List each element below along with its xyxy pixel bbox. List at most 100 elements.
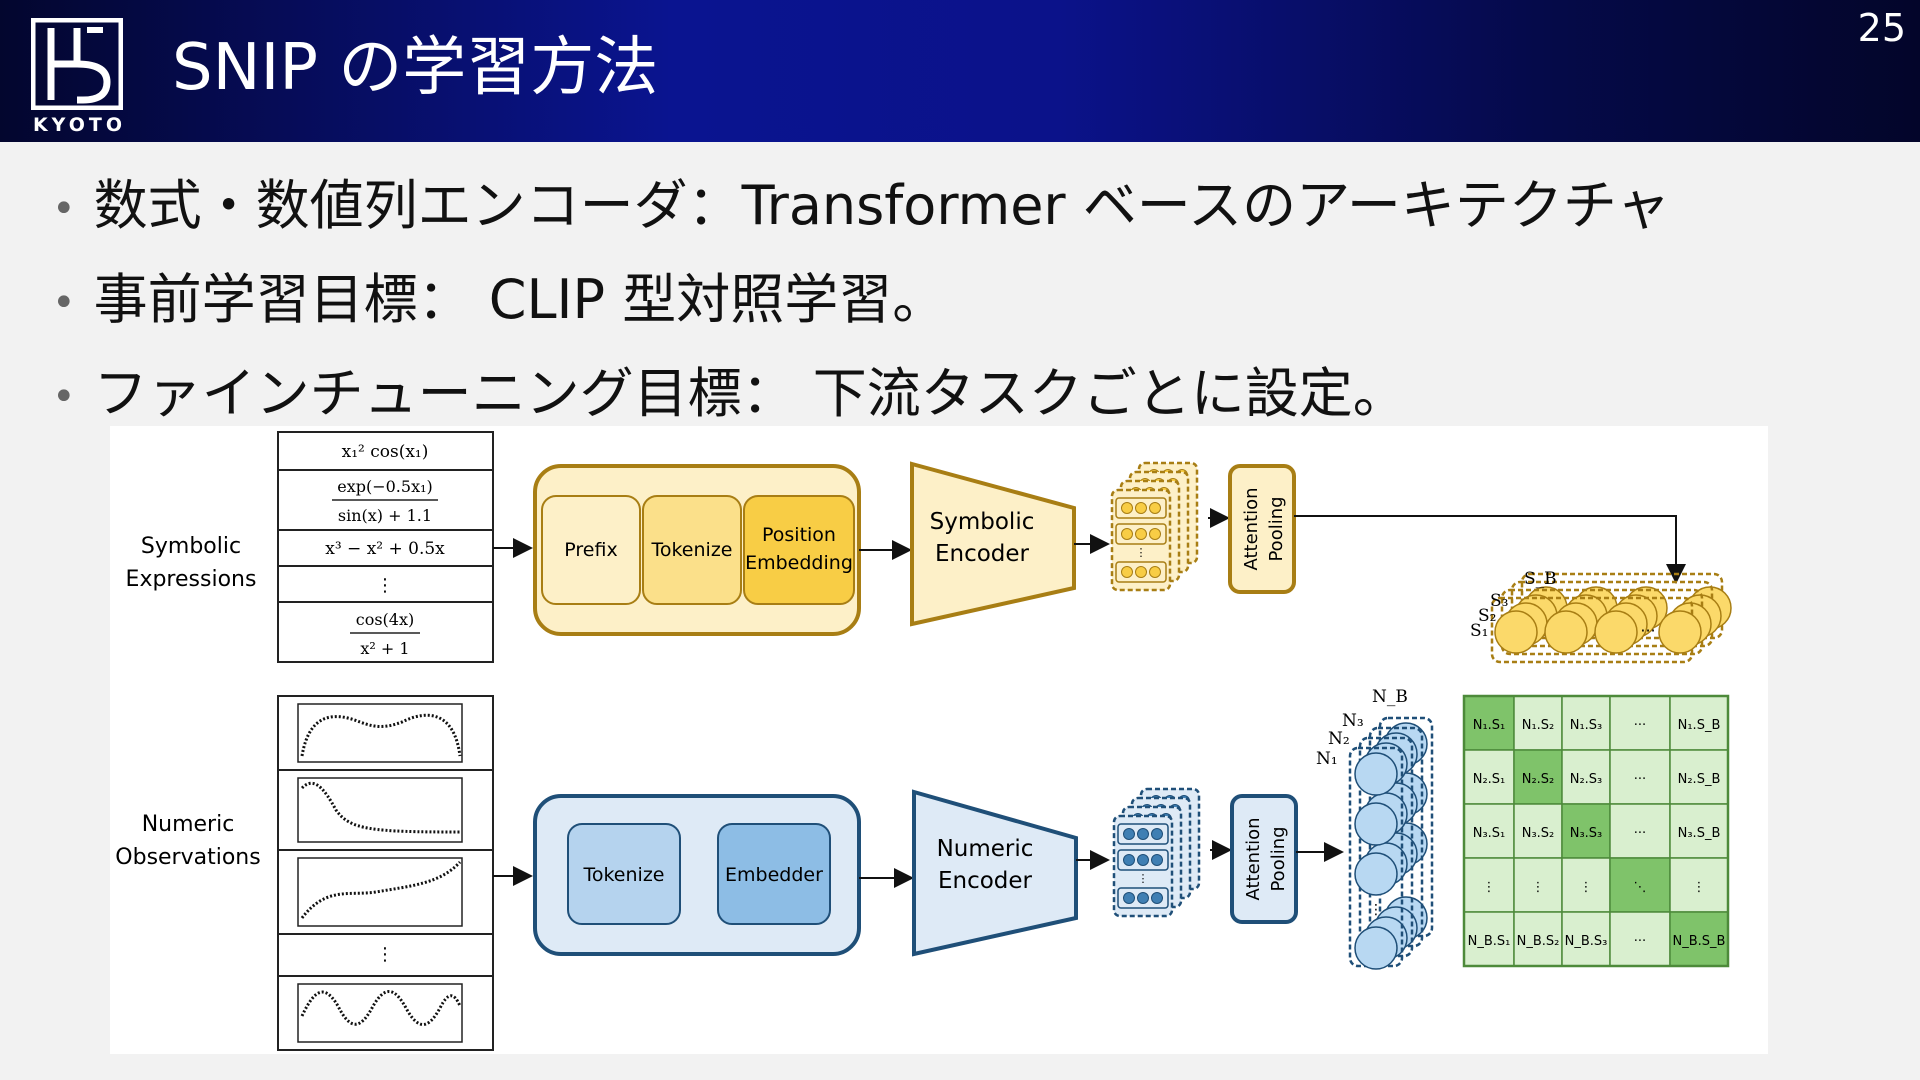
- numeric-token-row: [1117, 887, 1169, 909]
- slide-header: KYOTO SNIP の学習方法 25: [0, 0, 1920, 142]
- arrow: [1294, 515, 1686, 584]
- symbolic-token-ellipsis: ⋮: [1136, 546, 1147, 559]
- position-embedding-step: [743, 495, 855, 605]
- numeric-encoder-line2: Encoder: [938, 868, 1033, 894]
- observation-curves: [300, 713, 462, 1026]
- matrix-cell-label: ···: [1634, 718, 1646, 733]
- symbolic-embedding-ellipsis: ···: [1640, 621, 1655, 640]
- numeric-encoder-line1: Numeric: [937, 836, 1034, 862]
- s3-label: S₃: [1490, 591, 1508, 611]
- numeric-label-line2: Observations: [115, 845, 260, 870]
- symbolic-embeddings-stack: ···: [1490, 572, 1732, 664]
- plot-frames: [297, 703, 463, 1043]
- symbolic-encoder-line2: Encoder: [935, 541, 1030, 567]
- symbolic-token-embeddings: ⋮: [1110, 461, 1199, 592]
- symbolic-embedding-dot: [1594, 610, 1638, 654]
- matrix-cell-label: N₂.S₃: [1570, 772, 1603, 787]
- s1-label: S₁: [1470, 621, 1488, 641]
- numeric-token-row: [1117, 823, 1169, 845]
- symbolic-token-row: [1115, 561, 1167, 583]
- n1-label: N₁: [1316, 749, 1338, 769]
- matrix-cell-label: ···: [1634, 934, 1646, 949]
- expression-3: x³ − x² + 0.5x: [325, 539, 445, 559]
- logo-mark-icon: [31, 18, 123, 110]
- matrix-cell-label: ⋮: [1693, 880, 1706, 895]
- symbolic-token-row: [1115, 523, 1167, 545]
- symbolic-token-row: [1115, 497, 1167, 519]
- expression-ellipsis: ⋮: [376, 575, 394, 596]
- symbolic-embedding-dot: [1544, 610, 1588, 654]
- matrix-cell-label: N₃.S₂: [1522, 826, 1555, 841]
- diagram-canvas: Symbolic Expressions x₁² cos(x₁) exp(−0.…: [115, 431, 1732, 1051]
- bullet-1: •数式・数値列エンコーダ：Transformer ベースのアーキテクチャ: [52, 174, 1670, 241]
- matrix-cell-label: N₁.S₁: [1473, 718, 1506, 733]
- symbolic-label-line1: Symbolic: [141, 534, 241, 559]
- numeric-encoder: [912, 789, 1078, 957]
- numeric-token-embeddings: ⋮: [1112, 787, 1201, 918]
- symbolic-attention-pooling: [1228, 464, 1296, 594]
- matrix-border: [1462, 694, 1730, 968]
- matrix-cell: [1561, 911, 1611, 967]
- numeric-token-dot: [1137, 828, 1149, 840]
- matrix-cell-label: N₂.S_B: [1678, 772, 1721, 787]
- matrix-cell-label: N₂.S₂: [1522, 772, 1555, 787]
- symbolic-token-dot: [1135, 566, 1147, 578]
- matrix-cell-label: N₃.S_B: [1678, 826, 1721, 841]
- nb-label: N_B: [1372, 687, 1408, 707]
- matrix-cell: [1669, 695, 1729, 751]
- matrix-cell-label: N_B.S₂: [1517, 934, 1560, 949]
- numeric-token-dot: [1123, 854, 1135, 866]
- matrix-cell: [1513, 803, 1563, 859]
- expression-table: [277, 431, 494, 663]
- numeric-token-dot: [1123, 828, 1135, 840]
- matrix-cell: [1561, 803, 1611, 859]
- numeric-token-dot: [1137, 892, 1149, 904]
- symbolic-label-line2: Expressions: [126, 567, 257, 592]
- embedder-step: [717, 823, 831, 925]
- symbolic-encoder-line1: Symbolic: [930, 509, 1035, 535]
- numeric-token-dot: [1151, 854, 1163, 866]
- numeric-embedding-dot: [1354, 852, 1398, 896]
- matrix-cell: [1513, 911, 1563, 967]
- num-pooling-line2: Pooling: [1268, 826, 1289, 891]
- matrix-cell-label: ···: [1634, 772, 1646, 787]
- matrix-cell-label: N₁.S₃: [1570, 718, 1603, 733]
- prefix-label: Prefix: [564, 539, 617, 561]
- symbolic-preprocess-box: [533, 464, 861, 636]
- matrix-cell-label: N₃.S₃: [1570, 826, 1603, 841]
- numeric-embedding-dot: [1354, 802, 1398, 846]
- slide-title: SNIP の学習方法: [172, 31, 659, 105]
- num-tokenize-label: Tokenize: [582, 864, 664, 886]
- embedder-label: Embedder: [725, 864, 823, 886]
- symbolic-embedding-dot: [1658, 610, 1702, 654]
- expression-5-num: cos(4x): [356, 610, 415, 629]
- logo-text: KYOTO: [32, 114, 127, 136]
- observation-table: [277, 695, 494, 1051]
- symbolic-token-dot: [1149, 566, 1161, 578]
- matrix-cell-label: N₃.S₁: [1473, 826, 1506, 841]
- s2-label: S₂: [1478, 606, 1496, 626]
- symbolic-embedding-dot: [1494, 610, 1538, 654]
- matrix-cell-label: N_B.S_B: [1673, 934, 1726, 949]
- numeric-embeddings-stack: ⋮: [1348, 716, 1434, 970]
- matrix-cell: [1561, 695, 1611, 751]
- expression-2-num: exp(−0.5x₁): [337, 477, 433, 496]
- bullet-2: •事前学習目標： CLIP 型対照学習。: [52, 268, 946, 335]
- sym-pooling-line2: Pooling: [1266, 496, 1287, 561]
- n2-label: N₂: [1328, 729, 1350, 749]
- matrix-cell-label: N_B.S₁: [1468, 934, 1511, 949]
- curve-3: [300, 860, 462, 919]
- kyoto-logo: KYOTO: [27, 14, 132, 139]
- embedding-label: Embedding: [745, 552, 853, 574]
- matrix-cell-label: ⋮: [1483, 880, 1496, 895]
- symbolic-token-dot: [1149, 502, 1161, 514]
- symbolic-token-dot: [1135, 528, 1147, 540]
- page-number: 25: [1857, 6, 1906, 50]
- bullet-3-text: ファインチューニング目標： 下流タスクごとに設定。: [93, 362, 1407, 425]
- matrix-cell-label: ⋮: [1532, 880, 1545, 895]
- matrix-cell-label: N₁.S_B: [1678, 718, 1721, 733]
- symbolic-token-dot: [1135, 502, 1147, 514]
- bullet-3: •ファインチューニング目標： 下流タスクごとに設定。: [52, 362, 1407, 429]
- bullet-dot-icon: •: [52, 280, 76, 327]
